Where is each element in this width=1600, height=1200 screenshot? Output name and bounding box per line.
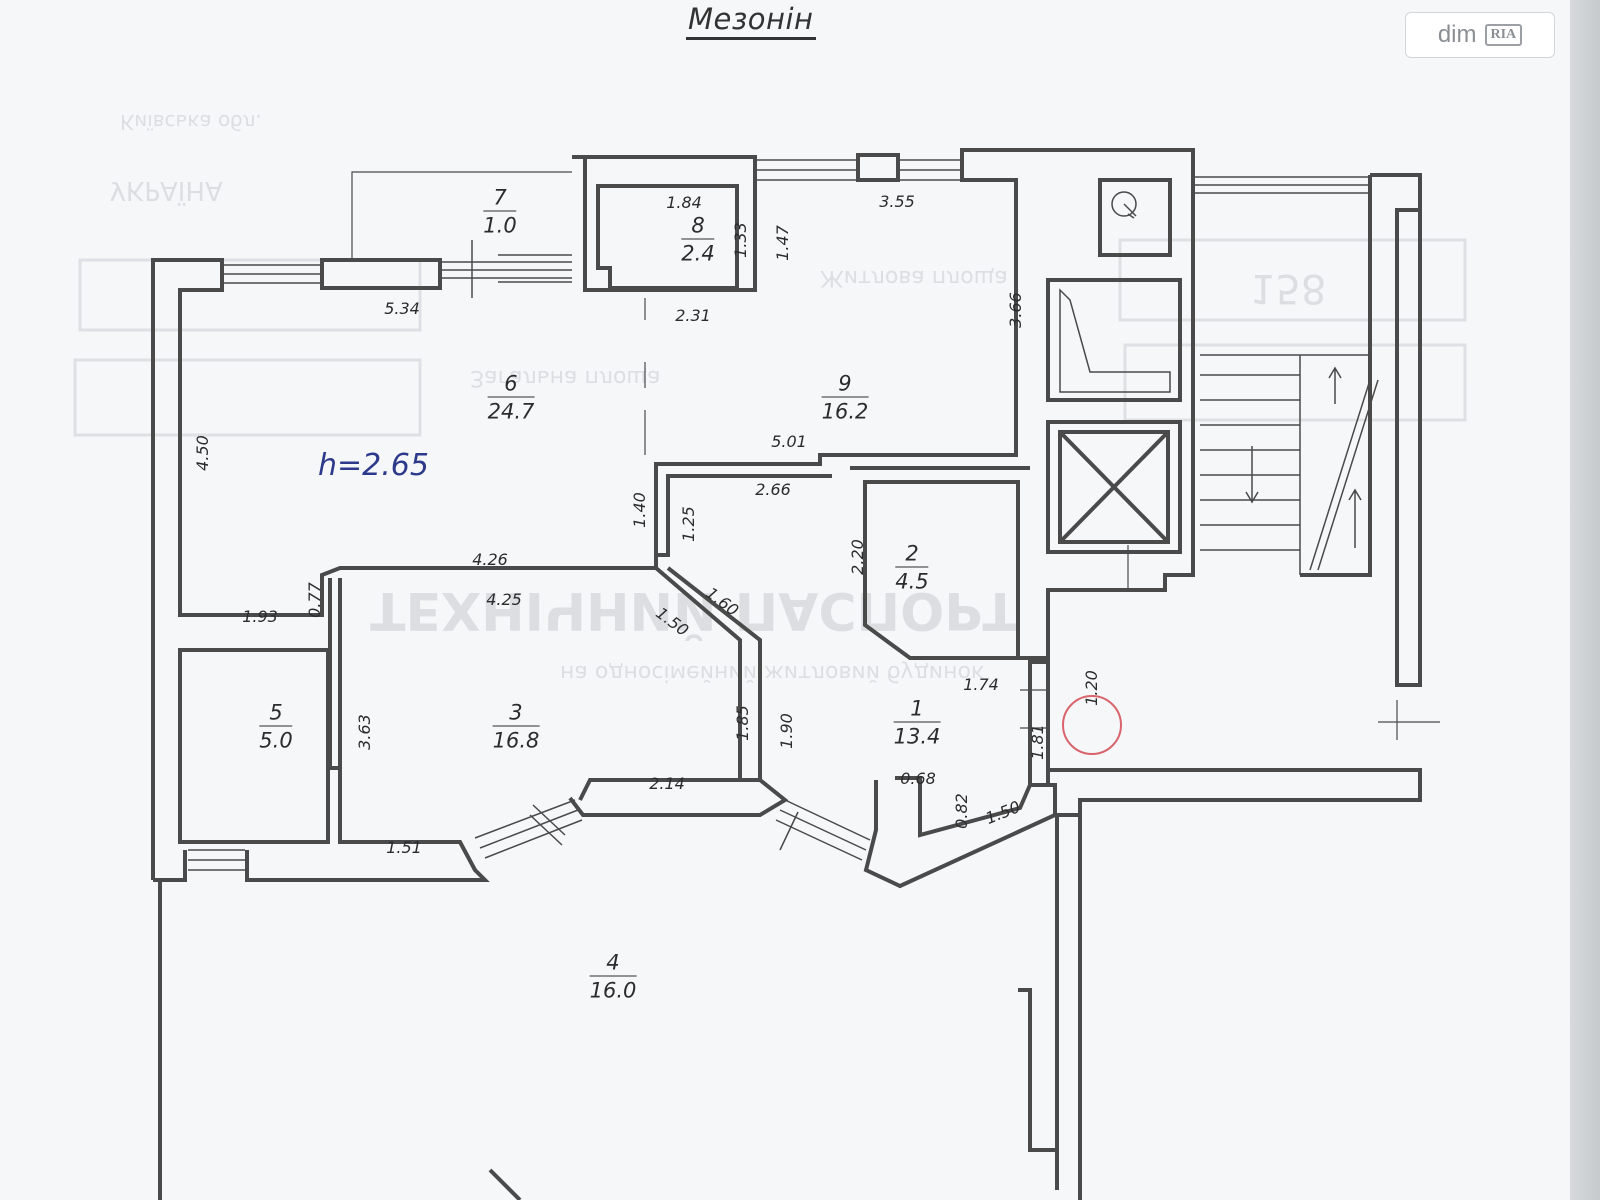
room-number: 2 (895, 543, 929, 568)
dim-label: 2.66 (755, 480, 791, 499)
dim-label: 2.31 (675, 306, 711, 325)
dim-label: 1.25 (679, 506, 698, 542)
marker-circle (1062, 695, 1122, 755)
ceiling-height-note: h=2.65 (318, 448, 429, 483)
dim-label: 5.01 (771, 432, 807, 451)
room-area: 16.2 (821, 399, 869, 424)
room-number: 3 (492, 702, 540, 727)
room-label-2: 2 4.5 (895, 543, 929, 594)
watermark-badge: RIA (1484, 24, 1523, 46)
windows (188, 159, 1370, 871)
room-area: 1.0 (483, 213, 517, 238)
staircase (1059, 288, 1379, 575)
room-label-6: 6 24.7 (487, 373, 535, 424)
room-label-8: 8 2.4 (681, 215, 715, 266)
room-number: 5 (259, 702, 293, 727)
stamp-boxes (73, 238, 1467, 437)
dim-label: 1.85 (733, 705, 752, 741)
room-number: 4 (589, 952, 637, 977)
dim-label: 2.14 (649, 774, 685, 793)
dim-label: 3.63 (355, 714, 374, 750)
room-area: 5.0 (259, 728, 293, 753)
room-label-3: 3 16.8 (492, 702, 540, 753)
dim-label: 4.26 (472, 550, 508, 569)
room-number: 8 (681, 215, 715, 240)
dim-label: 1.20 (1082, 670, 1101, 706)
room-area: 4.5 (895, 569, 929, 594)
dim-ria-watermark: dim RIA (1405, 12, 1555, 58)
guide-lines (351, 171, 1440, 740)
dim-label: 1.51 (386, 838, 422, 857)
dim-label: 1.40 (630, 492, 649, 528)
dim-label: 4.25 (486, 590, 522, 609)
dim-label: 1.74 (963, 675, 999, 694)
dim-label: 1.93 (242, 607, 278, 626)
room-number: 1 (893, 698, 941, 723)
dim-label: 3.55 (879, 192, 915, 211)
room-number: 9 (821, 373, 869, 398)
dim-label: 3.66 (1006, 292, 1025, 328)
dim-label: 4.50 (193, 435, 212, 471)
room-area: 13.4 (893, 724, 941, 749)
dim-label: 0.82 (952, 793, 971, 829)
room-label-9: 9 16.2 (821, 373, 869, 424)
plan-title: Мезонін (686, 2, 816, 40)
room-label-5: 5 5.0 (259, 702, 293, 753)
dim-label: 1.47 (773, 225, 792, 261)
dim-label: 1.33 (731, 222, 750, 258)
room-area: 24.7 (487, 399, 535, 424)
room-number: 6 (487, 373, 535, 398)
room-label-4: 4 16.0 (589, 952, 637, 1003)
dim-label: 2.20 (848, 539, 867, 575)
watermark-brand: dim (1437, 21, 1477, 48)
walls (151, 148, 1422, 1200)
room-label-7: 7 1.0 (483, 187, 517, 238)
dim-label: 0.68 (900, 769, 936, 788)
dim-label: 5.34 (384, 299, 420, 318)
room-area: 16.8 (492, 728, 540, 753)
room-number: 7 (483, 187, 517, 212)
room-label-1: 1 13.4 (893, 698, 941, 749)
dim-label: 1.84 (666, 193, 702, 212)
dim-label: 0.77 (305, 582, 324, 618)
dim-label: 1.81 (1028, 724, 1047, 760)
dim-label: 1.90 (777, 713, 796, 749)
room-area: 16.0 (589, 978, 637, 1003)
room-area: 2.4 (681, 241, 715, 266)
sheet-edge (1570, 0, 1600, 1200)
boiler-symbol (1111, 191, 1137, 219)
